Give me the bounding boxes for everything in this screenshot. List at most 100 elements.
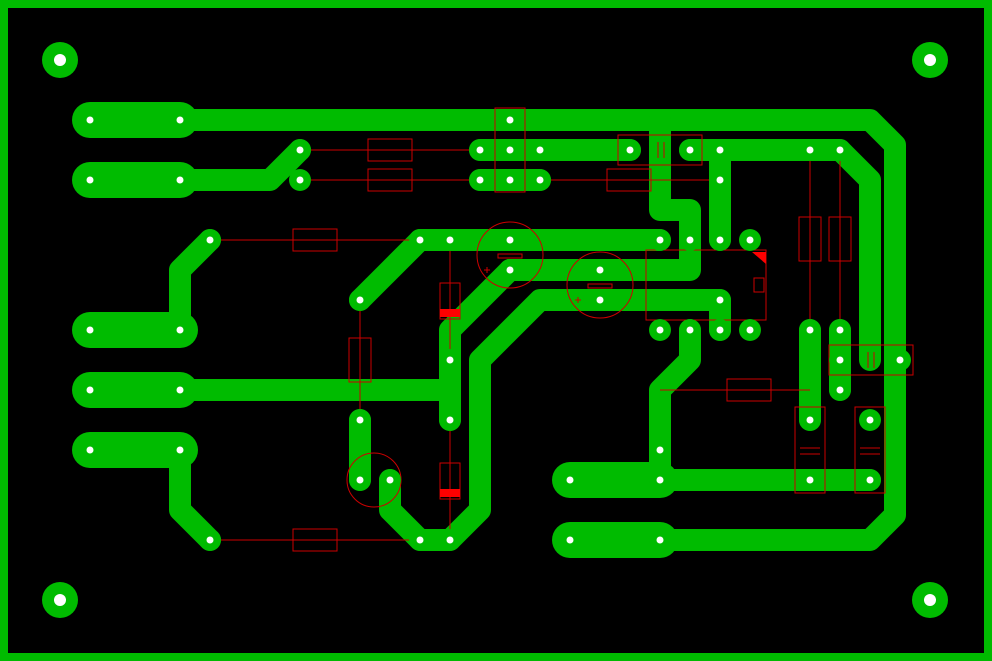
solder-pad (829, 139, 851, 161)
solder-pad (439, 409, 461, 431)
solder-pad (499, 259, 521, 281)
silkscreen-layer (210, 107, 914, 552)
component-pads (79, 109, 911, 551)
solder-pad (349, 409, 371, 431)
solder-pad (859, 409, 881, 431)
solder-pad (169, 169, 191, 191)
solder-pad (409, 529, 431, 551)
resistor-r4 (292, 228, 338, 252)
track-lower-cap (379, 289, 731, 551)
track-input2-link (169, 139, 311, 191)
solder-pad (529, 169, 551, 191)
solder-pad (589, 259, 611, 281)
solder-pad (679, 229, 701, 251)
solder-pad (649, 469, 671, 491)
solder-pad (709, 319, 731, 341)
solder-pad (649, 529, 671, 551)
solder-pad (799, 319, 821, 341)
solder-pad (79, 319, 101, 341)
diode-d2 (439, 462, 461, 500)
solder-pad (889, 349, 911, 371)
solder-pad (679, 139, 701, 161)
track-right-mid (679, 139, 881, 371)
solder-pad (859, 469, 881, 491)
mounting-holes (42, 42, 948, 618)
resistor-r2 (367, 168, 413, 192)
solder-pad (589, 289, 611, 311)
solder-pad (409, 229, 431, 251)
solder-pad (649, 319, 671, 341)
capacitor-c2 (617, 134, 703, 166)
solder-pad (349, 469, 371, 491)
track-left-upper (169, 229, 221, 341)
solder-pad (739, 229, 761, 251)
solder-pad (499, 169, 521, 191)
capacitor-c1 (494, 107, 526, 193)
mounting-hole-icon (42, 42, 78, 78)
solder-pad (199, 229, 221, 251)
solder-pad (79, 379, 101, 401)
solder-pad (499, 109, 521, 131)
mounting-hole-icon (912, 582, 948, 618)
solder-pad (679, 319, 701, 341)
resistor-r6 (348, 337, 372, 383)
solder-pad (169, 319, 191, 341)
solder-pad (289, 139, 311, 161)
solder-pad (529, 139, 551, 161)
diode-d1-band (440, 309, 460, 317)
track-diag-left (349, 229, 431, 311)
resistor-r9 (828, 216, 852, 262)
solder-pad (739, 319, 761, 341)
solder-pad (499, 139, 521, 161)
solder-pad (169, 109, 191, 131)
ic-pin1-marker (752, 252, 766, 264)
solder-pad (79, 439, 101, 461)
solder-pad (79, 109, 101, 131)
diode-d2-band (440, 489, 460, 497)
diode-d1 (439, 282, 461, 320)
solder-pad (349, 289, 371, 311)
electrolytic-cap-e2 (566, 251, 634, 319)
solder-pad (829, 349, 851, 371)
mounting-hole-icon (912, 42, 948, 78)
solder-pad (709, 289, 731, 311)
solder-pad (439, 229, 461, 251)
solder-pad (379, 469, 401, 491)
resistor-r1 (367, 138, 413, 162)
solder-pad (799, 409, 821, 431)
solder-pad (649, 439, 671, 461)
solder-pad (559, 529, 581, 551)
solder-pad (829, 379, 851, 401)
plus-sign-icons (484, 267, 581, 303)
resistor-r3 (606, 168, 652, 192)
capacitor-c4 (794, 406, 826, 494)
solder-pad (709, 229, 731, 251)
solder-pad (169, 439, 191, 461)
solder-pad (79, 169, 101, 191)
solder-pad (799, 469, 821, 491)
solder-pad (559, 469, 581, 491)
solder-pad (619, 139, 641, 161)
resistor-r8 (798, 216, 822, 262)
solder-pad (169, 379, 191, 401)
solder-pad (649, 229, 671, 251)
solder-pad (439, 349, 461, 371)
solder-pad (289, 169, 311, 191)
ic-socket-outline (645, 249, 767, 321)
capacitor-c5 (854, 406, 886, 494)
solder-pad (469, 139, 491, 161)
track-top-bus (169, 109, 906, 551)
solder-pad (199, 529, 221, 551)
electrolytic-cap-e1 (476, 221, 544, 289)
resistor-r5 (292, 528, 338, 552)
solder-pad (469, 169, 491, 191)
track-left-lower (169, 439, 221, 551)
solder-pad (499, 229, 521, 251)
polarity-markers (440, 252, 766, 497)
solder-pad (709, 169, 731, 191)
solder-pad (709, 139, 731, 161)
solder-pad (439, 529, 461, 551)
solder-pad (799, 139, 821, 161)
resistor-r7 (726, 378, 772, 402)
